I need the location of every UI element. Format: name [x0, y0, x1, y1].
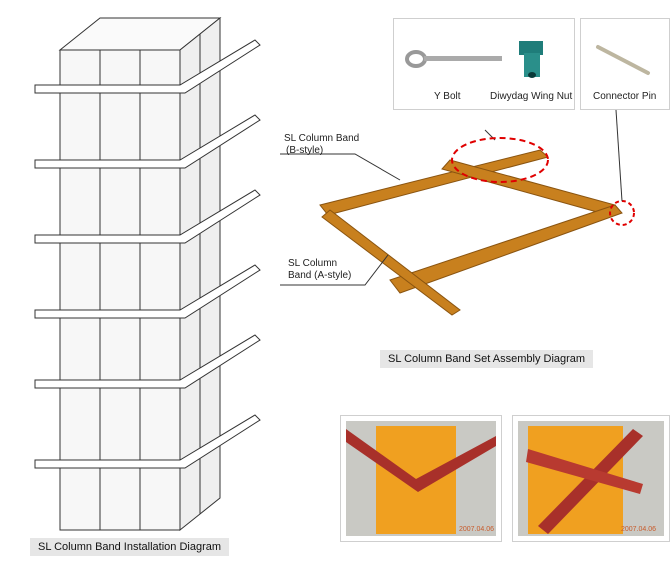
- b-style-label-line1: SL Column Band: [284, 133, 360, 144]
- column-band-3: [34, 189, 261, 244]
- photo-2-band: [526, 429, 643, 534]
- wing-nut-icon: [519, 41, 543, 78]
- photo-1-band: [346, 429, 496, 492]
- connector-pin-icon: [596, 45, 650, 75]
- b-style-label-line2: (B-style): [286, 145, 324, 156]
- photo-1: 2007.04.06: [340, 415, 502, 542]
- assembly-caption: SL Column Band Set Assembly Diagram: [380, 350, 594, 368]
- installation-caption: SL Column Band Installation Diagram: [30, 538, 230, 556]
- column-band-6: [34, 414, 261, 469]
- column-band-1: [34, 39, 261, 94]
- y-bolt-label: Y Bolt: [434, 91, 461, 102]
- bolt-nut-box: Y Bolt Diwydag Wing Nut: [393, 18, 575, 110]
- a-style-label-line2: Band (A-style): [288, 270, 352, 281]
- photo-2-date: 2007.04.06: [621, 526, 657, 533]
- column-band-5: [34, 334, 261, 389]
- wing-nut-label: Diwydag Wing Nut: [490, 91, 573, 102]
- column-installation-drawing: [34, 16, 261, 532]
- column-band-2: [34, 114, 261, 169]
- connector-pin-box: Connector Pin: [580, 18, 670, 110]
- a-style-label-line1: SL Column: [288, 258, 338, 269]
- band-assembly-drawing: [280, 109, 635, 316]
- connector-pin-label: Connector Pin: [593, 91, 657, 102]
- y-bolt-icon: [405, 50, 502, 68]
- photo-1-date: 2007.04.06: [459, 526, 495, 533]
- column-band-4: [34, 264, 261, 319]
- photo-2: 2007.04.06: [512, 415, 670, 542]
